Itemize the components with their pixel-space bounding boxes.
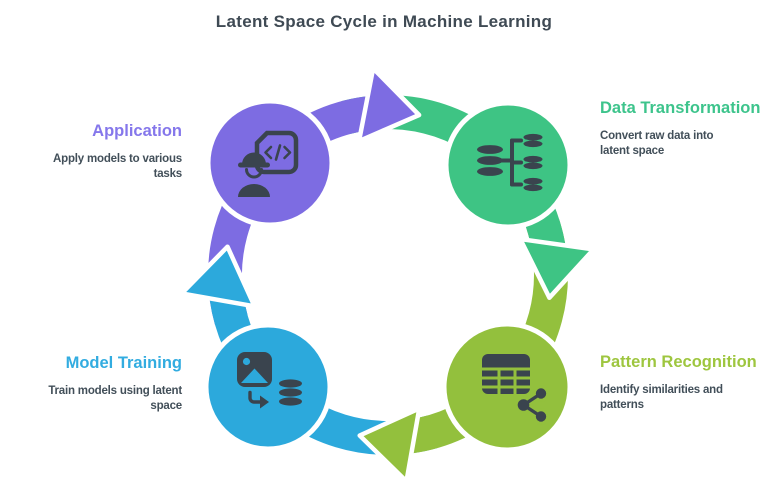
page-title: Latent Space Cycle in Machine Learning: [215, 12, 553, 31]
table: [482, 354, 530, 394]
node-circle-model-training: [203, 322, 333, 452]
node-description-model-training: Train models using latent space: [48, 384, 182, 413]
transfer-arrow-head: [260, 395, 269, 409]
node-description-application: Apply models to various tasks: [53, 152, 182, 181]
table-share-icon: [482, 354, 550, 425]
share-node: [535, 388, 547, 399]
node-label-data-transformation: Data Transformation Convert raw data int…: [600, 98, 765, 160]
node-title-application: Application: [92, 122, 182, 140]
node-label-model-training: Model Training Train models using latent…: [4, 353, 182, 415]
node-label-pattern-recognition: Pattern Recognition Identify similaritie…: [600, 352, 768, 414]
code-glyph: [264, 144, 292, 161]
arrowhead-data-to-pattern: [518, 236, 596, 300]
image-to-database-icon: [237, 352, 302, 409]
node-description-data-transformation: Convert raw data into latent space: [600, 129, 714, 158]
hat-brim: [238, 162, 270, 168]
node-description-pattern-recognition: Identify similarities and patterns: [600, 383, 723, 412]
code-document: [254, 130, 299, 175]
node-title-pattern-recognition: Pattern Recognition: [600, 353, 757, 371]
hard-hat: [242, 152, 266, 165]
share-node: [535, 411, 547, 422]
node-title-model-training: Model Training: [65, 354, 182, 372]
arrowhead-pattern-to-model: [357, 406, 422, 480]
node-title-data-transformation: Data Transformation: [600, 99, 761, 117]
node-circle-application: [205, 98, 335, 228]
arrowhead-model-to-application: [179, 244, 257, 309]
split-bracket: [500, 138, 523, 187]
share-node: [517, 399, 530, 411]
smile: [245, 168, 263, 179]
image-dot: [242, 357, 251, 366]
table-grid-lines: [482, 367, 530, 394]
database-split-icon: [477, 133, 543, 192]
node-circle-data-transformation: [443, 100, 573, 230]
engineer-code-icon: [238, 130, 299, 197]
transfer-arrow-stem: [248, 390, 262, 404]
shoulders: [238, 184, 270, 197]
node-label-application: Application Apply models to various task…: [6, 121, 182, 183]
image-mountain: [241, 368, 268, 383]
arrowhead-application-to-data: [356, 66, 422, 144]
